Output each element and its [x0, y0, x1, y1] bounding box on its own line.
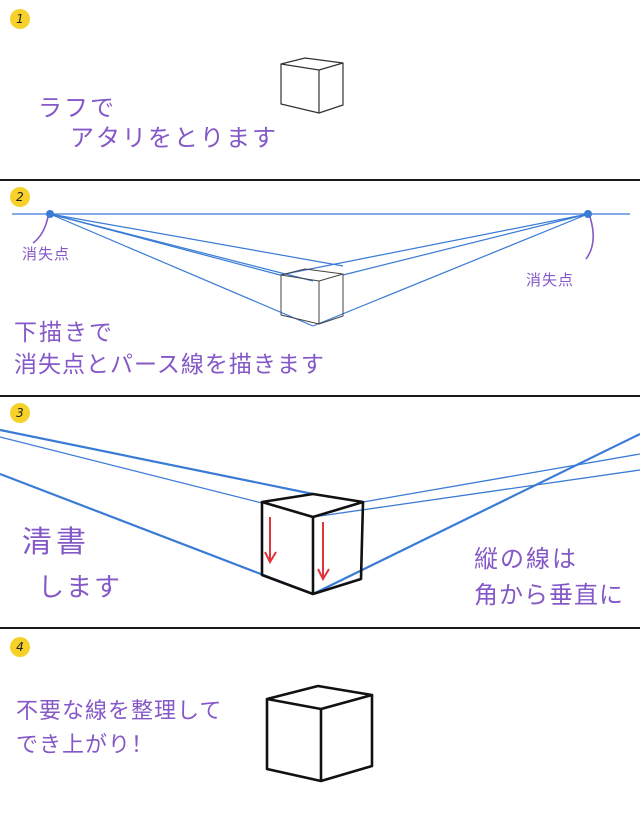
- divider-2: [0, 395, 640, 397]
- step-3-caption-right-line-2: 角から垂直に: [474, 581, 624, 609]
- vanishing-point-right-label: 消失点: [526, 271, 575, 289]
- step-4-panel: 4 不要な線を整理して でき上がり！: [0, 629, 640, 831]
- step-4-final-cube: [265, 684, 374, 783]
- step-4-caption-line-2: でき上がり！: [16, 733, 155, 758]
- step-4-badge: 4: [10, 637, 30, 657]
- step-1-caption-line-2: アタリをとります: [70, 124, 278, 152]
- step-3-badge: 3: [10, 403, 30, 423]
- step-3-caption-left-line-2: します: [38, 573, 123, 603]
- step-3-caption-right-line-1: 縦の線は: [474, 545, 578, 573]
- step-2-caption-line-1: 下描きで: [14, 320, 114, 346]
- step-1-badge: 1: [10, 9, 30, 29]
- step-2-caption-line-2: 消失点とパース線を描きます: [14, 352, 325, 378]
- step-3-panel: 3 清書 します 縦の線は 角から垂直に: [0, 397, 640, 627]
- divider-3: [0, 627, 640, 629]
- step-1-caption-line-1: ラフで: [38, 94, 116, 122]
- step-2-perspective-sketch: [12, 210, 630, 327]
- step-2-badge: 2: [10, 187, 30, 207]
- step-1-panel: 1 ラフで アタリをとります: [0, 0, 640, 180]
- step-4-caption-line-1: 不要な線を整理して: [16, 699, 223, 724]
- step-2-panel: 2 消失点 消失点 下描きで 消失点とパース線を描きます: [0, 181, 640, 395]
- divider-1: [0, 179, 640, 181]
- step-3-inked-sketch: [0, 428, 640, 596]
- step-3-caption-left-line-1: 清書: [22, 525, 90, 560]
- vanishing-point-left-label: 消失点: [22, 245, 71, 263]
- step-1-rough-cube: [280, 57, 344, 114]
- vanishing-point-left: [46, 210, 54, 218]
- vanishing-point-right: [584, 210, 592, 218]
